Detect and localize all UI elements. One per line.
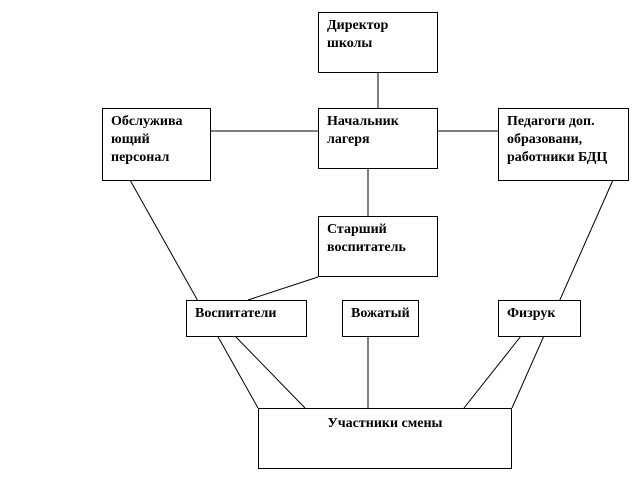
educators-box: Воспитатели [186,300,307,337]
service-staff-box: Обслужива ющий персонал [102,108,211,181]
connector-teachers-participants [511,179,614,409]
pe-teacher-box: Физрук [498,300,581,337]
connector-service-participants [129,179,259,409]
camp-head-box: Начальник лагеря [318,108,438,169]
connector-pe-participants [463,335,522,409]
teachers-box: Педагоги доп. образовани, работники БДЦ [498,108,629,181]
director-box: Директор школы [318,12,438,73]
participants-box: Участники смены [258,408,512,469]
connector-senior-educators [247,276,319,301]
connector-educators-participants [234,335,306,409]
counselor-box: Вожатый [342,300,419,337]
senior-educator-box: Старший воспитатель [318,216,438,277]
